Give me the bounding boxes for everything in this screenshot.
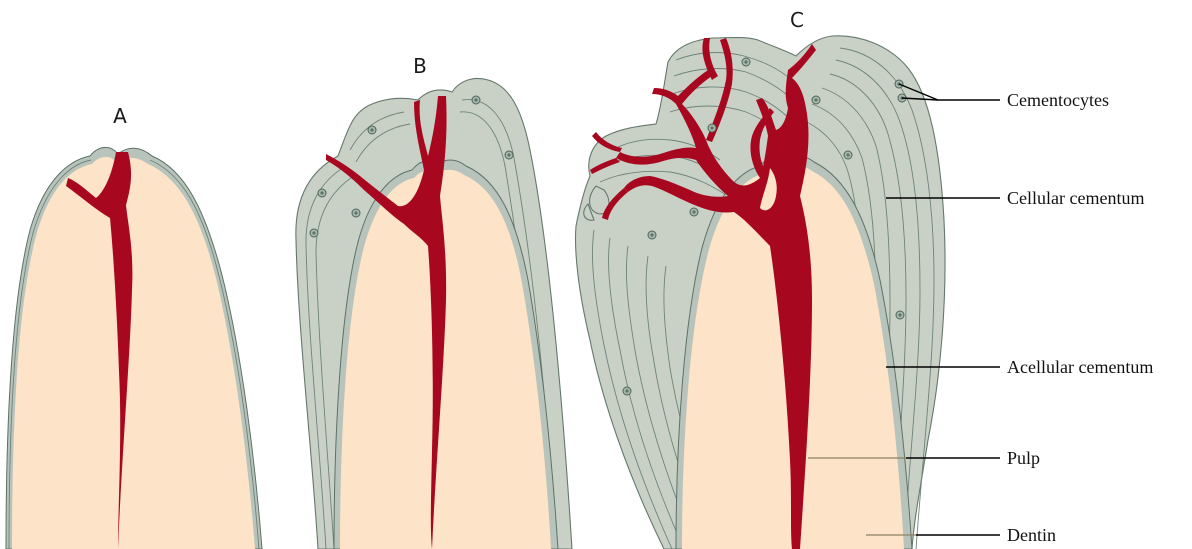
label-pulp: Pulp bbox=[1007, 448, 1040, 468]
panel-a-dentin bbox=[12, 157, 255, 549]
panel-letter-c: C bbox=[790, 8, 804, 32]
panel-c-cementocyte bbox=[844, 151, 852, 159]
panel-b-cementocyte bbox=[505, 151, 513, 159]
label-cementocytes: Cementocytes bbox=[1007, 90, 1109, 110]
panel-c-cementocyte bbox=[896, 311, 904, 319]
panel-b-cementocyte bbox=[472, 96, 480, 104]
label-acellular-cementum: Acellular cementum bbox=[1007, 357, 1153, 377]
panel-c-cementocyte bbox=[708, 124, 716, 132]
panel-c-cementocyte bbox=[648, 231, 656, 239]
panel-c-cementocyte bbox=[623, 387, 631, 395]
panel-letter-a: A bbox=[113, 104, 127, 128]
panel-b bbox=[296, 79, 572, 549]
panel-b-cementocyte bbox=[352, 209, 360, 217]
panel-letter-b: B bbox=[413, 54, 427, 78]
panel-b-cementocyte bbox=[318, 189, 326, 197]
panel-c bbox=[576, 36, 946, 549]
label-cellular-cementum: Cellular cementum bbox=[1007, 188, 1144, 208]
label-dentin: Dentin bbox=[1007, 525, 1056, 545]
panel-c-cementocyte bbox=[690, 208, 698, 216]
panel-c-cementocyte bbox=[812, 96, 820, 104]
panel-b-cementocyte bbox=[310, 229, 318, 237]
panel-a bbox=[6, 147, 262, 549]
panel-b-cementocyte bbox=[368, 126, 376, 134]
panel-c-cementocyte bbox=[742, 58, 750, 66]
